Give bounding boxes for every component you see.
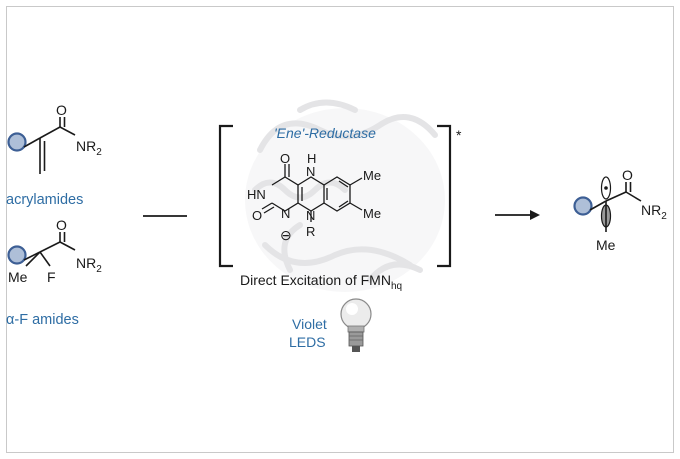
atom-label-n: N xyxy=(281,206,290,221)
atom-label-me: Me xyxy=(8,269,28,285)
violet-label: Violet xyxy=(292,316,327,332)
atom-label-me: Me xyxy=(596,237,616,253)
substituent-marker xyxy=(7,132,27,152)
product-radical-structure: O NR2 Me xyxy=(573,167,667,253)
protein-ribbon-background xyxy=(245,99,445,292)
reaction-arrow xyxy=(495,210,540,220)
enzyme-label: 'Ene'-Reductase xyxy=(274,125,376,141)
atom-label-n: N xyxy=(306,164,315,179)
label-alpha-f-amides: α-F amides xyxy=(6,312,79,328)
atom-label-me: Me xyxy=(363,168,381,183)
atom-label-me: Me xyxy=(363,206,381,221)
left-bracket xyxy=(218,124,233,268)
atom-label-o: O xyxy=(56,217,67,233)
alpha-f-amide-structure: O NR2 Me F xyxy=(7,217,102,285)
atom-label-o: O xyxy=(252,208,262,223)
negative-charge: ⊖ xyxy=(280,227,292,243)
atom-label-nr2: NR2 xyxy=(76,255,102,275)
substituent-marker xyxy=(573,196,593,216)
label-acrylamides: acrylamides xyxy=(6,192,83,208)
acrylamide-structure: O NR2 xyxy=(7,102,102,174)
atom-label-hn: HN xyxy=(247,187,266,202)
flavin-structure: HN O O N ⊖ H N N R Me Me xyxy=(247,151,381,243)
leds-label: LEDS xyxy=(289,334,326,350)
fmn-caption: Direct Excitation of FMNhq xyxy=(240,272,402,292)
atom-label-h: H xyxy=(307,151,316,166)
atom-label-o: O xyxy=(622,167,633,183)
atom-label-o: O xyxy=(280,151,290,166)
atom-label-nr2: NR2 xyxy=(76,138,102,158)
light-bulb-icon xyxy=(340,298,372,352)
atom-label-f: F xyxy=(47,269,56,285)
atom-label-r: R xyxy=(306,224,315,239)
substituent-marker xyxy=(7,245,27,265)
atom-label-n: N xyxy=(306,208,315,223)
atom-label-nr2: NR2 xyxy=(641,202,667,222)
excited-state-star: * xyxy=(456,127,462,143)
right-bracket xyxy=(437,124,452,268)
atom-label-o: O xyxy=(56,102,67,118)
